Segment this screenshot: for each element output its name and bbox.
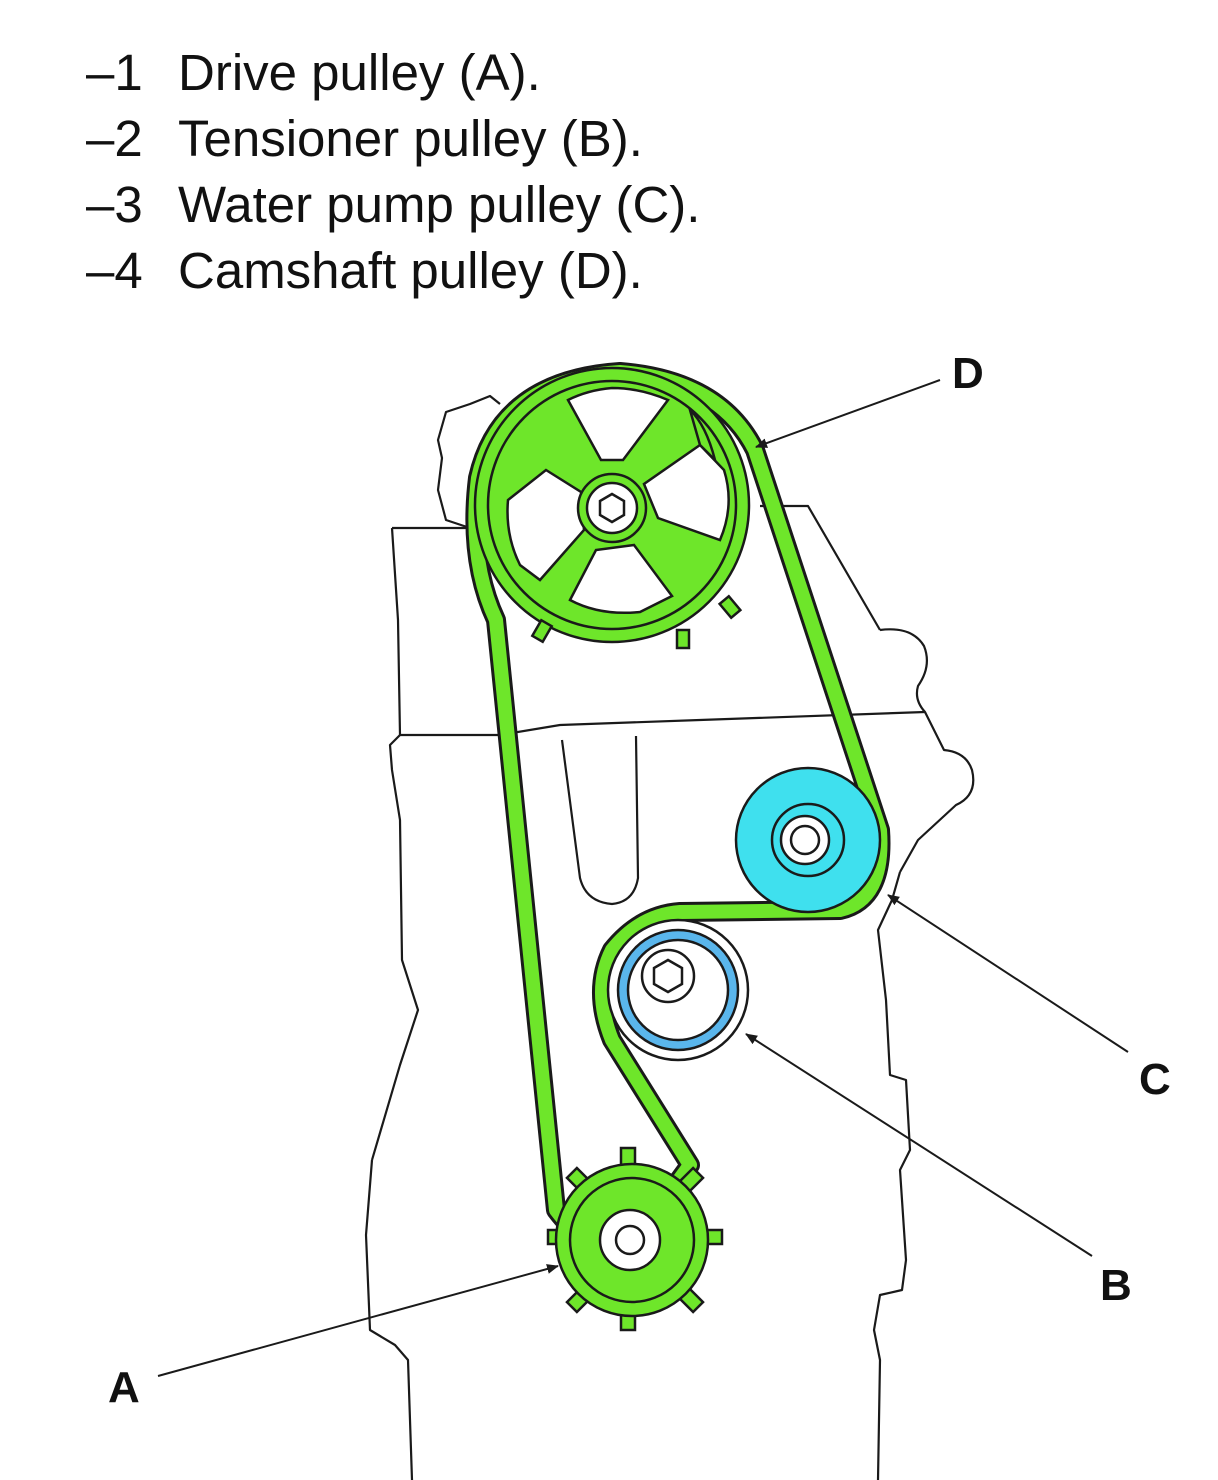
- tensioner-pulley: [606, 918, 750, 1062]
- engine-block-outline: [364, 394, 975, 1480]
- callout-label-c: C: [1139, 1055, 1171, 1104]
- leader-line-d: [755, 379, 941, 448]
- drive-pulley: [546, 1146, 724, 1332]
- instruction-list: –1 Drive pulley (A). –2 Tensioner pulley…: [86, 40, 700, 304]
- step-number: –1: [86, 44, 143, 101]
- step-item: –4 Camshaft pulley (D).: [86, 238, 700, 304]
- leader-lines: [157, 379, 1129, 1377]
- step-text: Camshaft pulley (D).: [178, 242, 643, 299]
- camshaft-pulley: [473, 366, 751, 650]
- camshaft-pulley-teeth: [530, 594, 743, 650]
- step-number: –4: [86, 242, 143, 299]
- step-text: Drive pulley (A).: [178, 44, 541, 101]
- leader-line-b: [745, 1033, 1093, 1257]
- leader-line-a: [157, 1264, 559, 1377]
- camshaft-pulley-windows: [506, 386, 730, 615]
- step-item: –3 Water pump pulley (C).: [86, 172, 700, 238]
- step-item: –2 Tensioner pulley (B).: [86, 106, 700, 172]
- water-pump-pulley: [734, 766, 882, 914]
- step-number: –3: [86, 176, 143, 233]
- step-text: Tensioner pulley (B).: [178, 110, 643, 167]
- step-text: Water pump pulley (C).: [178, 176, 701, 233]
- callout-label-a: A: [108, 1363, 140, 1412]
- leader-line-c: [887, 894, 1129, 1053]
- callout-label-b: B: [1100, 1261, 1132, 1310]
- step-item: –1 Drive pulley (A).: [86, 40, 700, 106]
- step-number: –2: [86, 110, 143, 167]
- callout-label-d: D: [952, 349, 984, 398]
